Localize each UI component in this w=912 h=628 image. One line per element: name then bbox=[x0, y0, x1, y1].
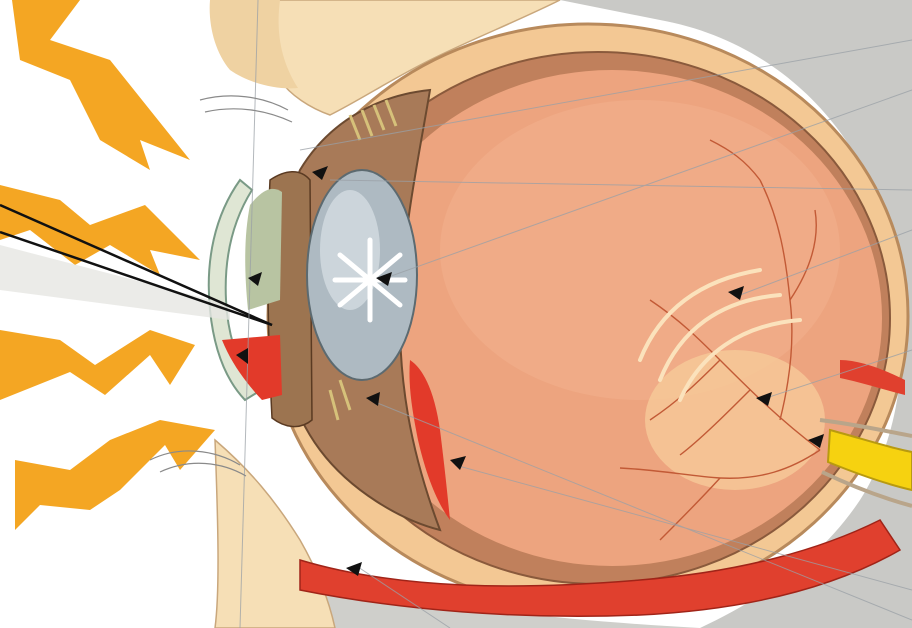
macula bbox=[645, 350, 825, 490]
